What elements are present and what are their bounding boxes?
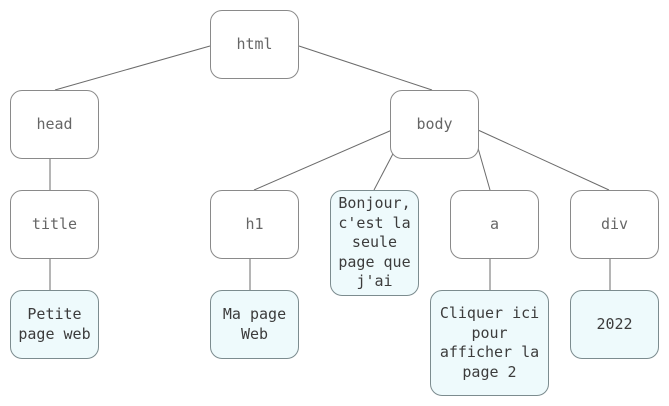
- node-div-text-label: 2022: [596, 314, 633, 333]
- node-a-label: a: [489, 215, 500, 234]
- node-p-text: Bonjour, c'est la seule page que j'ai: [330, 190, 419, 296]
- edge-html-head: [54, 45, 211, 91]
- node-a-text: Cliquer ici pour afficher la page 2: [430, 290, 549, 396]
- node-h1: h1: [210, 190, 299, 259]
- edge-body-a: [477, 147, 491, 191]
- node-html-label: html: [236, 35, 273, 54]
- edge-body-h1: [253, 129, 393, 191]
- node-body-label: body: [416, 115, 453, 134]
- node-div: div: [570, 190, 659, 259]
- node-title: title: [10, 190, 99, 259]
- node-h1-text-label: Ma page Web: [222, 305, 287, 343]
- node-title-text: Petite page web: [10, 290, 99, 359]
- node-title-label: title: [31, 215, 78, 234]
- node-head: head: [10, 90, 99, 159]
- edge-body-div: [477, 129, 610, 191]
- node-head-label: head: [36, 115, 73, 134]
- node-h1-text: Ma page Web: [210, 290, 299, 359]
- edge-html-body: [298, 45, 433, 91]
- node-div-label: div: [600, 215, 629, 234]
- node-a: a: [450, 190, 539, 259]
- node-title-text-label: Petite page web: [18, 305, 91, 343]
- node-html: html: [210, 10, 299, 79]
- node-h1-label: h1: [245, 215, 264, 234]
- node-a-text-label: Cliquer ici pour afficher la page 2: [439, 304, 540, 381]
- node-p-text-label: Bonjour, c'est la seule page que j'ai: [338, 194, 411, 291]
- node-div-text: 2022: [570, 290, 659, 359]
- node-body: body: [390, 90, 479, 159]
